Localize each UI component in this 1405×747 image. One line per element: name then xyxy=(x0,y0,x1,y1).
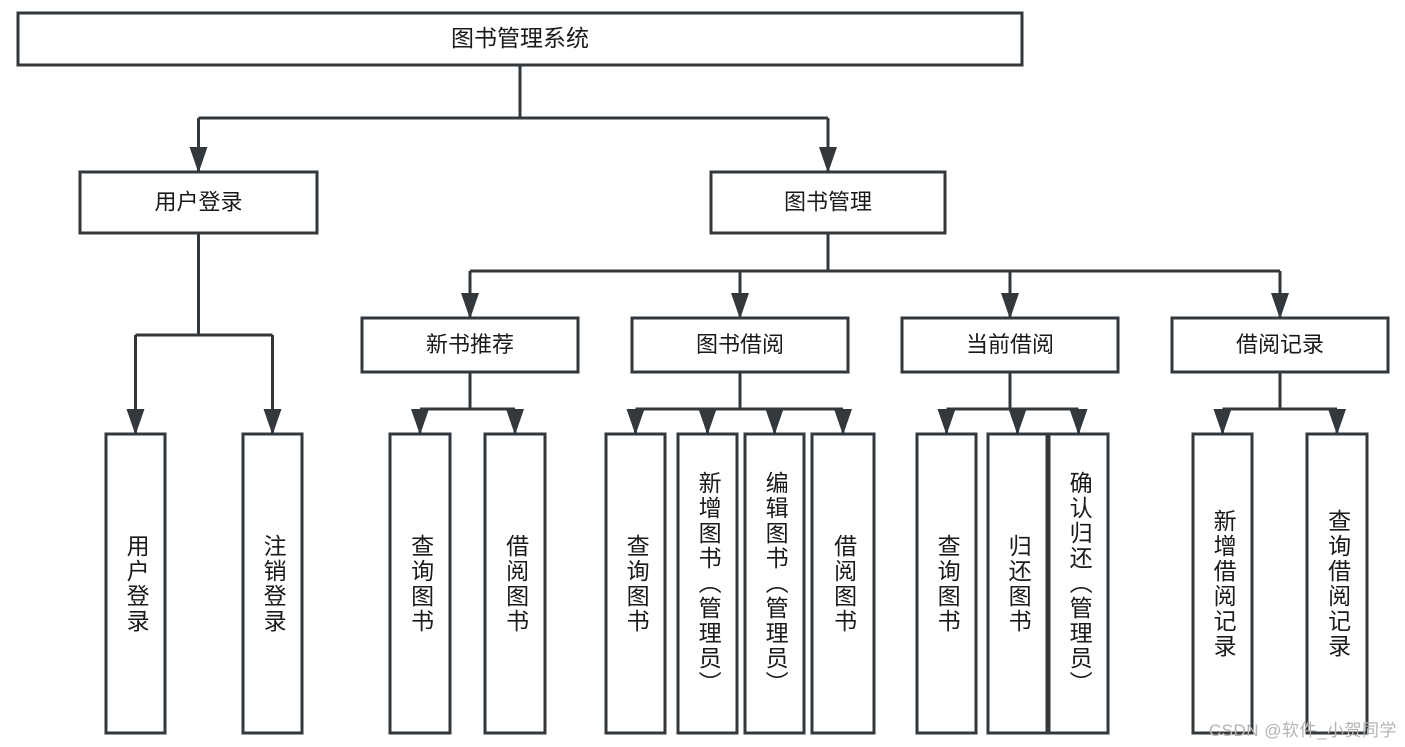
node-box-leaf-add-borrow-record xyxy=(1191,432,1254,735)
arrow-head-icon xyxy=(1328,409,1346,435)
node-leaf-return-book[interactable] xyxy=(986,432,1049,735)
arrow-head-icon xyxy=(626,409,645,435)
arrow-head-icon xyxy=(834,409,852,435)
watermark-label: CSDN @软件_小贺同学 xyxy=(1208,721,1397,740)
node-box-leaf-query-book-1 xyxy=(388,432,452,735)
node-box-leaf-return-book xyxy=(986,432,1049,735)
node-label-user-login: 用户登录 xyxy=(154,189,242,214)
node-leaf-query-borrow-record[interactable] xyxy=(1305,432,1369,735)
node-leaf-add-book-admin[interactable] xyxy=(676,432,739,735)
node-label-current-borrow: 当前借阅 xyxy=(966,332,1054,357)
node-leaf-query-book-2[interactable] xyxy=(604,432,667,735)
arrow-head-icon xyxy=(411,409,429,435)
node-borrow-record[interactable]: 借阅记录 xyxy=(1170,316,1390,374)
arrow-head-icon xyxy=(1008,409,1027,435)
node-box-leaf-query-book-3 xyxy=(915,432,978,735)
arrow-head-icon xyxy=(1213,409,1232,435)
arrow-head-icon xyxy=(189,147,208,173)
node-leaf-query-book-1[interactable] xyxy=(388,432,452,735)
arrow-head-icon xyxy=(1001,293,1019,319)
node-box-leaf-borrow-book-1 xyxy=(483,432,547,735)
node-current-borrow[interactable]: 当前借阅 xyxy=(900,316,1120,374)
node-book-manage[interactable]: 图书管理 xyxy=(709,170,947,235)
arrow-head-icon xyxy=(1069,409,1088,435)
node-box-book-borrow xyxy=(630,316,850,374)
node-root[interactable]: 图书管理系统 xyxy=(16,11,1024,67)
node-box-leaf-edit-book-admin xyxy=(743,432,806,735)
arrow-head-icon xyxy=(731,293,749,319)
arrow-head-icon xyxy=(765,409,784,435)
node-book-borrow[interactable]: 图书借阅 xyxy=(630,316,850,374)
node-box-leaf-logout-login xyxy=(241,432,304,735)
arrow-head-icon xyxy=(126,409,145,435)
node-new-book-recommend[interactable]: 新书推荐 xyxy=(360,316,580,374)
node-label-root: 图书管理系统 xyxy=(451,25,589,51)
node-box-leaf-confirm-return-admin xyxy=(1047,432,1110,735)
node-leaf-user-login[interactable] xyxy=(104,432,167,735)
node-label-book-borrow: 图书借阅 xyxy=(696,332,784,357)
node-leaf-query-book-3[interactable] xyxy=(915,432,978,735)
node-box-leaf-query-book-2 xyxy=(604,432,667,735)
arrow-head-icon xyxy=(506,409,524,435)
arrow-head-icon xyxy=(698,409,717,435)
node-box-leaf-user-login xyxy=(104,432,167,735)
node-label-borrow-record: 借阅记录 xyxy=(1236,332,1324,357)
arrow-head-icon xyxy=(819,147,837,173)
node-leaf-edit-book-admin[interactable] xyxy=(743,432,806,735)
node-box-current-borrow xyxy=(900,316,1120,374)
node-box-leaf-borrow-book-2 xyxy=(810,432,876,735)
arrow-head-icon xyxy=(937,409,956,435)
node-label-book-manage: 图书管理 xyxy=(784,189,872,214)
node-leaf-confirm-return-admin[interactable] xyxy=(1047,432,1110,735)
node-box-root xyxy=(16,11,1024,67)
node-box-user-login xyxy=(78,170,319,235)
node-box-leaf-add-book-admin xyxy=(676,432,739,735)
arrow-head-icon xyxy=(461,293,479,319)
node-box-leaf-query-borrow-record xyxy=(1305,432,1369,735)
node-leaf-add-borrow-record[interactable] xyxy=(1191,432,1254,735)
node-leaf-borrow-book-1[interactable] xyxy=(483,432,547,735)
arrow-head-icon xyxy=(263,409,282,435)
arrow-head-icon xyxy=(1271,293,1289,319)
node-box-new-book-recommend xyxy=(360,316,580,374)
node-box-book-manage xyxy=(709,170,947,235)
node-leaf-logout-login[interactable] xyxy=(241,432,304,735)
node-box-borrow-record xyxy=(1170,316,1390,374)
node-label-new-book-recommend: 新书推荐 xyxy=(426,332,514,357)
node-user-login[interactable]: 用户登录 xyxy=(78,170,319,235)
connector-layer xyxy=(126,65,1346,435)
node-leaf-borrow-book-2[interactable] xyxy=(810,432,876,735)
